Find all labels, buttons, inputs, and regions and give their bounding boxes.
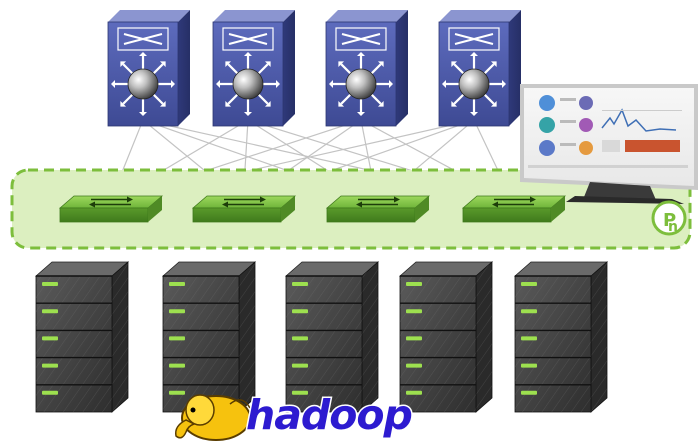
core-switch-4 (438, 10, 521, 127)
core-switch-icon (442, 27, 506, 116)
core-switch-2 (212, 10, 295, 127)
server-rack-icon (163, 275, 239, 395)
server-rack-1 (34, 261, 130, 413)
server-rack-icon (400, 275, 476, 395)
leaf-switch-1 (58, 195, 164, 223)
leaf-switch-icon (356, 196, 400, 208)
hadoop-elephant-icon (174, 394, 251, 441)
monitor-dashboard-icon (520, 84, 698, 204)
leaf-switch-3 (325, 195, 431, 223)
core-switch-icon (216, 27, 280, 116)
svg-text:P: P (663, 210, 676, 231)
leaf-switch-icon (89, 196, 133, 208)
leaf-switch-2 (191, 195, 297, 223)
leaf-switch-4 (461, 195, 567, 223)
core-switch-1 (107, 10, 190, 127)
pn-badge-icon: P n (651, 200, 687, 236)
svg-text:n: n (668, 219, 678, 235)
server-rack-icon (286, 275, 362, 395)
leaf-switch-icon (492, 196, 536, 208)
core-switch-icon (329, 27, 393, 116)
server-rack-icon (515, 275, 591, 395)
server-rack-3 (284, 261, 380, 413)
core-switch-icon (111, 27, 175, 116)
leaf-switch-icon (222, 196, 266, 208)
hadoop-logo-text: hadoop (245, 391, 415, 440)
server-rack-icon (36, 275, 112, 395)
server-rack-5 (513, 261, 609, 413)
server-rack-2 (161, 261, 257, 413)
core-switch-3 (325, 10, 408, 127)
server-rack-4 (398, 261, 494, 413)
